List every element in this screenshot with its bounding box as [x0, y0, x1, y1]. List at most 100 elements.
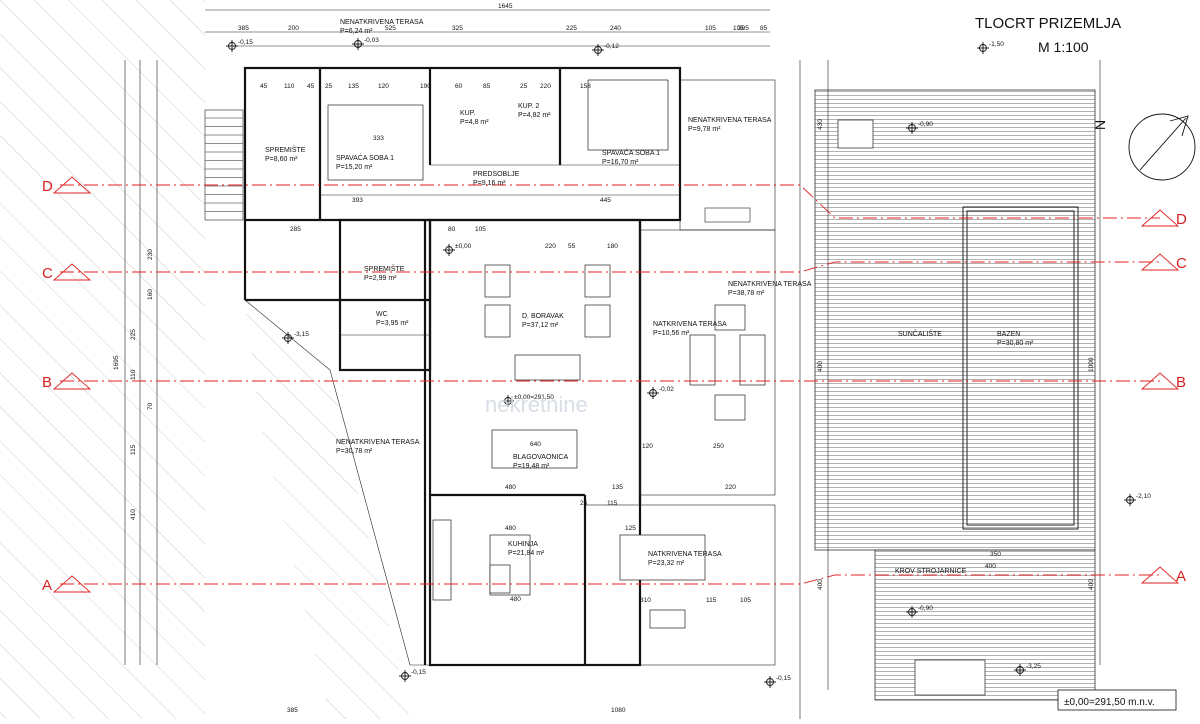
level-marker: -3,25 — [1014, 663, 1041, 676]
dimension-text: 225 — [130, 329, 137, 340]
axis-triangle-right — [1140, 209, 1180, 227]
room-label: KROV STROJARNICE — [895, 568, 967, 575]
level-value: -0,90 — [918, 121, 933, 128]
dimension-text: 160 — [147, 289, 154, 300]
dimension-text: 480 — [505, 484, 516, 491]
dimension-text: 430 — [817, 119, 824, 130]
axis-triangle-left — [52, 263, 92, 281]
axis-line-d — [60, 184, 1160, 219]
dimension-text: 105 — [733, 25, 744, 32]
room-name: KUP. — [460, 110, 475, 117]
dimension-text: 105 — [475, 226, 486, 233]
axis-label-left: C — [42, 265, 53, 282]
room-name: NENATKRIVENA TERASA — [340, 19, 424, 26]
axis-triangle-left — [52, 575, 92, 593]
axis-label-left: A — [42, 577, 52, 594]
level-value: -0,15 — [238, 39, 253, 46]
right-dimension-lines — [799, 60, 1101, 719]
room-area: P=30,80 m² — [997, 340, 1034, 347]
level-marker: -0,12 — [592, 43, 619, 56]
watermark-text: nekretnine — [485, 392, 588, 417]
dimension-text: 115 — [607, 500, 618, 507]
room-area: P=16,70 m² — [602, 159, 639, 166]
room-label: WCP=3,95 m² — [376, 311, 409, 327]
dimension-text: 400 — [817, 361, 824, 372]
room-name: NATKRIVENA TERASA — [653, 321, 727, 328]
level-value: -0,03 — [364, 37, 379, 44]
dimension-text: 85 — [760, 25, 768, 32]
level-value: -0,12 — [604, 43, 619, 50]
room-name: SPREMIŠTE — [364, 264, 405, 273]
level-value: -2,10 — [1136, 493, 1151, 500]
level-marker: ±0,00 — [443, 243, 472, 256]
level-marker: -0,02 — [647, 386, 674, 399]
dimension-text: 410 — [130, 509, 137, 520]
axis-triangle-left — [52, 176, 92, 194]
level-value: -0,15 — [776, 675, 791, 682]
level-value: -0,02 — [659, 386, 674, 393]
dimension-text: 25 — [580, 500, 588, 507]
dimension-text: 105 — [705, 25, 716, 32]
dimension-text: 310 — [640, 597, 651, 604]
dimension-text: 230 — [147, 249, 154, 260]
room-name: SPAVAĆA SOBA 1 — [336, 153, 394, 162]
axis-label-left: D — [42, 178, 53, 195]
dimension-text: 1080 — [611, 707, 626, 714]
reference-level-text: ±0,00=291,50 m.n.v. — [1064, 697, 1155, 708]
level-marker: -0,90 — [906, 121, 933, 134]
reference-level-box — [1057, 689, 1177, 711]
room-name: KUHINJA — [508, 541, 538, 548]
dimension-text: 525 — [385, 25, 396, 32]
room-name: KROV STROJARNICE — [895, 568, 967, 575]
dimension-text: 285 — [290, 226, 301, 233]
dimension-text: 120 — [378, 83, 389, 90]
top-dimension-lines — [205, 9, 770, 47]
dimension-text: 110 — [130, 369, 137, 380]
room-area: P=37,12 m² — [522, 322, 559, 329]
dimension-text: 480 — [510, 596, 521, 603]
room-name: NENATKRIVENA TERASA — [688, 117, 772, 124]
dimension-text: 400 — [1088, 579, 1095, 590]
dimension-text: 1645 — [498, 3, 513, 10]
room-label: SPAVAĆA SOBA 1P=16,70 m² — [602, 148, 660, 166]
dimension-text: 1695 — [113, 355, 120, 370]
room-name: KUP. 2 — [518, 103, 539, 110]
axis-label-right: D — [1176, 211, 1187, 228]
terrain-hatch-slope — [245, 300, 410, 719]
room-name: NENATKRIVENA TERASA — [336, 439, 420, 446]
dimension-text: 350 — [990, 551, 1001, 558]
level-marker: -0,15 — [226, 39, 253, 52]
dimension-text: 45 — [307, 83, 315, 90]
level-value: -3,25 — [1026, 663, 1041, 670]
room-area: P=30,78 m² — [336, 448, 373, 455]
dimension-text: 400 — [817, 579, 824, 590]
level-marker: -3,15 — [282, 331, 309, 344]
dimension-text: 105 — [740, 597, 751, 604]
dimension-text: 305 — [738, 25, 749, 32]
level-value: -3,15 — [294, 331, 309, 338]
dimension-text: 445 — [600, 197, 611, 204]
dimension-text: 200 — [288, 25, 299, 32]
dimension-text: 45 — [260, 83, 268, 90]
axis-label-right: A — [1176, 568, 1186, 585]
dimension-text: 180 — [607, 243, 618, 250]
terraces — [244, 79, 776, 666]
dimension-text: 220 — [725, 484, 736, 491]
dimension-text: 115 — [706, 597, 717, 604]
room-name: NENATKRIVENA TERASA — [728, 281, 812, 288]
dimension-text: 110 — [284, 83, 295, 90]
dimension-text: 1000 — [1088, 357, 1095, 372]
